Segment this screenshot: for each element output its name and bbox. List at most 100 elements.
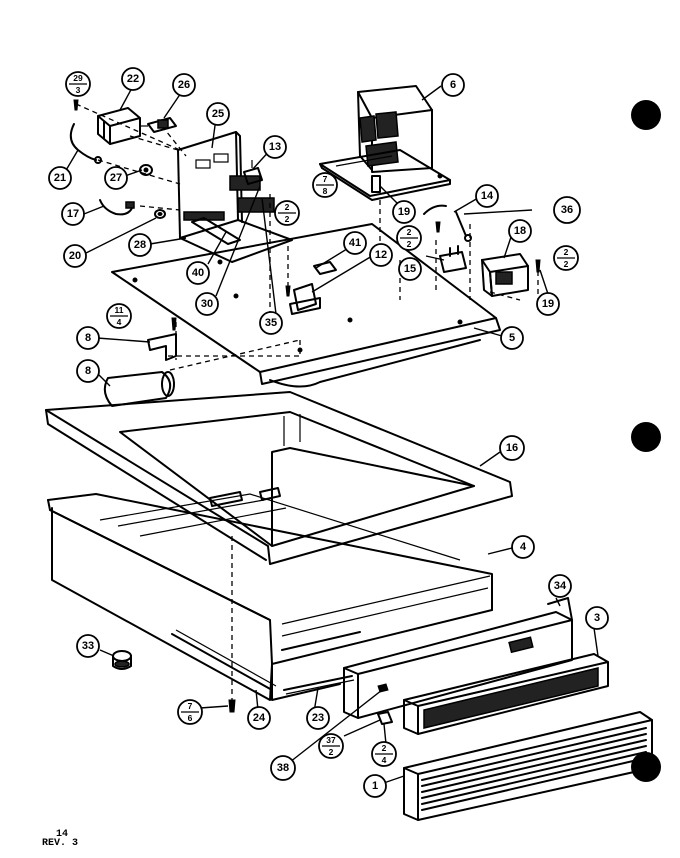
callout-37-2: 372 xyxy=(318,733,344,759)
svg-text:33: 33 xyxy=(82,640,94,652)
screw-2-2-right xyxy=(435,221,441,233)
callout-29-3: 293 xyxy=(65,71,91,97)
transformer xyxy=(319,85,451,201)
clip-2-4 xyxy=(377,711,393,725)
callout-8-capacitor: 8 xyxy=(76,359,100,383)
svg-text:17: 17 xyxy=(67,208,79,220)
binder-hole-bottom xyxy=(631,752,661,782)
svg-text:34: 34 xyxy=(554,580,567,592)
tape-roll-33 xyxy=(112,650,132,670)
relay-box xyxy=(97,107,141,145)
callout-35: 35 xyxy=(259,311,283,335)
callout-5: 5 xyxy=(500,326,524,350)
gasket-strip-24 xyxy=(171,629,277,691)
clip-38 xyxy=(377,683,389,693)
callout-27: 27 xyxy=(104,166,128,190)
screw-19-right xyxy=(535,259,541,273)
svg-text:11: 11 xyxy=(115,305,124,315)
callout-2-2-left: 22 xyxy=(274,200,300,226)
svg-text:2: 2 xyxy=(285,202,290,212)
svg-text:23: 23 xyxy=(312,712,324,724)
svg-text:15: 15 xyxy=(404,263,416,275)
svg-text:2: 2 xyxy=(329,747,334,757)
base-frame xyxy=(45,391,513,565)
callout-2-4: 24 xyxy=(371,741,397,767)
svg-text:3: 3 xyxy=(594,612,600,624)
svg-text:5: 5 xyxy=(509,332,515,344)
front-grille xyxy=(403,711,653,821)
svg-text:12: 12 xyxy=(375,249,387,261)
wire-harness-plug xyxy=(140,117,177,133)
control-bracket xyxy=(177,131,293,263)
callout-8-bracket: 8 xyxy=(76,326,100,350)
svg-text:19: 19 xyxy=(542,298,554,310)
page-number: 14 xyxy=(56,829,69,840)
screw-29 xyxy=(73,99,79,111)
svg-text:6: 6 xyxy=(188,713,193,723)
svg-text:3: 3 xyxy=(76,85,81,95)
svg-text:30: 30 xyxy=(201,298,213,310)
svg-text:6: 6 xyxy=(450,79,456,91)
callout-2-2-right: 22 xyxy=(553,245,579,271)
callout-12: 12 xyxy=(369,243,393,267)
callout-14: 14 xyxy=(475,184,499,208)
svg-text:2: 2 xyxy=(382,743,387,753)
svg-text:4: 4 xyxy=(382,755,387,765)
wire-lead-14 xyxy=(423,204,472,242)
callout-41: 41 xyxy=(343,231,367,255)
wire-lead-17 xyxy=(99,199,135,216)
callout-34: 34 xyxy=(548,574,572,598)
svg-text:38: 38 xyxy=(277,762,289,774)
svg-text:4: 4 xyxy=(117,317,122,327)
callout-13: 13 xyxy=(263,135,287,159)
callout-28: 28 xyxy=(128,233,152,257)
callout-4: 4 xyxy=(511,535,535,559)
callout-24: 24 xyxy=(247,706,271,730)
transformer-18 xyxy=(481,253,529,297)
svg-text:18: 18 xyxy=(514,225,526,237)
callout-30: 30 xyxy=(195,292,219,316)
svg-text:24: 24 xyxy=(253,712,266,724)
callout-17: 17 xyxy=(61,202,85,226)
air-filter xyxy=(403,653,609,735)
callout-25: 25 xyxy=(206,102,230,126)
svg-text:8: 8 xyxy=(85,332,91,344)
svg-text:1: 1 xyxy=(372,780,378,792)
svg-text:2: 2 xyxy=(564,259,569,269)
binder-hole-top xyxy=(631,100,661,130)
svg-text:36: 36 xyxy=(561,204,573,216)
svg-text:28: 28 xyxy=(134,239,146,251)
drain-pan xyxy=(47,487,493,701)
callout-36: 36 xyxy=(553,196,581,224)
svg-text:35: 35 xyxy=(265,317,277,329)
capacitor-8 xyxy=(103,371,175,407)
callout-2-2-middle: 22 xyxy=(396,225,422,251)
callout-16: 16 xyxy=(499,435,525,461)
capacitor-bracket-8 xyxy=(147,333,177,361)
callout-7-8: 78 xyxy=(312,172,338,198)
grommet-20 xyxy=(154,209,166,219)
callout-23: 23 xyxy=(306,706,330,730)
terminal-12 xyxy=(289,283,321,315)
svg-text:4: 4 xyxy=(520,541,527,553)
svg-text:7: 7 xyxy=(323,174,328,184)
svg-text:40: 40 xyxy=(192,267,204,279)
callout-11-4: 114 xyxy=(106,303,132,329)
svg-text:8: 8 xyxy=(85,365,91,377)
svg-text:19: 19 xyxy=(398,206,410,218)
callout-19-right: 19 xyxy=(536,292,560,316)
callout-6: 6 xyxy=(441,73,465,97)
svg-text:14: 14 xyxy=(481,190,494,202)
revision-label: REV. 3 xyxy=(42,838,79,849)
svg-text:2: 2 xyxy=(285,214,290,224)
svg-text:13: 13 xyxy=(269,141,281,153)
callout-18: 18 xyxy=(508,219,532,243)
callout-3: 3 xyxy=(585,606,609,630)
callout-21: 21 xyxy=(48,166,72,190)
svg-text:25: 25 xyxy=(212,108,224,120)
mounting-plate xyxy=(111,223,501,388)
callout-38: 38 xyxy=(270,755,296,781)
svg-text:2: 2 xyxy=(407,227,412,237)
callout-20: 20 xyxy=(63,244,87,268)
